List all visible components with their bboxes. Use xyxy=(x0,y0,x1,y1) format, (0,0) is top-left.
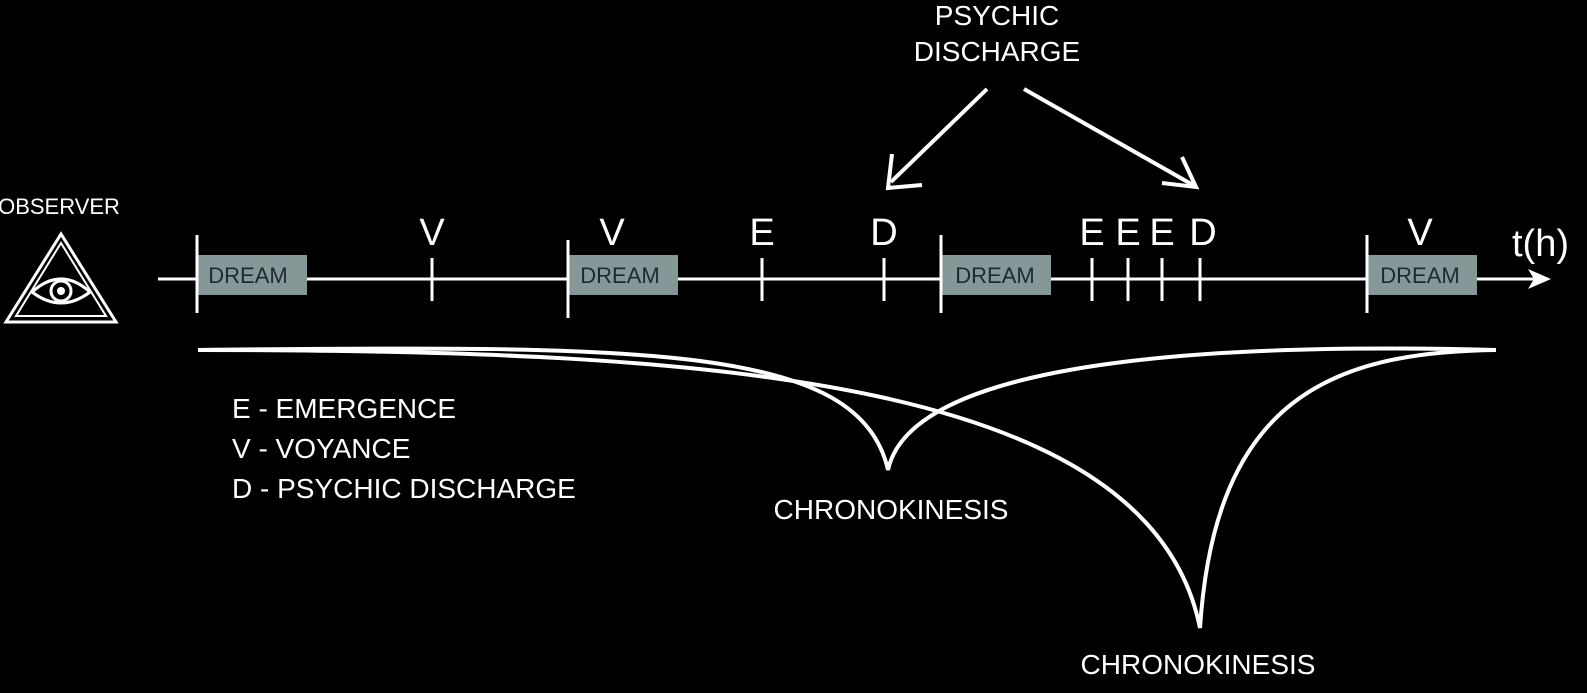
dream-label: DREAM xyxy=(580,263,659,288)
svg-text:E: E xyxy=(1115,212,1140,254)
event-marker-emergence: E xyxy=(1149,212,1175,301)
svg-text:D: D xyxy=(1189,212,1216,254)
dream-block: DREAM xyxy=(195,235,307,313)
chronokinesis-curves xyxy=(197,346,1497,629)
discharge-arrow-right xyxy=(1023,87,1200,190)
event-marker-discharge: D xyxy=(1189,212,1217,301)
svg-text:E: E xyxy=(1079,212,1104,254)
event-marker-voyance: V xyxy=(599,212,625,254)
dream-label: DREAM xyxy=(955,263,1034,288)
legend-item-emergence: E - EMERGENCE xyxy=(232,393,456,424)
discharge-callout-line2: DISCHARGE xyxy=(914,36,1080,67)
dream-block: DREAM xyxy=(939,235,1051,313)
legend-item-voyance: V - VOYANCE xyxy=(232,433,410,464)
event-marker-emergence: E xyxy=(749,212,775,301)
svg-text:V: V xyxy=(599,212,625,254)
legend-item-discharge: D - PSYCHIC DISCHARGE xyxy=(232,473,576,504)
legend: E - EMERGENCE V - VOYANCE D - PSYCHIC DI… xyxy=(232,393,576,504)
dream-label: DREAM xyxy=(1380,263,1459,288)
svg-text:E: E xyxy=(1149,212,1174,254)
chronokinesis-label-lower: CHRONOKINESIS xyxy=(1081,649,1316,680)
time-axis-label: t(h) xyxy=(1512,223,1569,265)
svg-text:E: E xyxy=(749,212,774,254)
discharge-callout-line1: PSYCHIC xyxy=(935,0,1059,31)
event-marker-emergence: E xyxy=(1079,212,1105,301)
event-marker-discharge: D xyxy=(870,212,898,301)
svg-text:V: V xyxy=(1407,212,1433,254)
chronokinesis-label-upper: CHRONOKINESIS xyxy=(774,494,1009,525)
dream-block: DREAM xyxy=(1365,235,1477,313)
event-marker-voyance: V xyxy=(419,212,445,301)
discharge-arrow-left xyxy=(885,87,989,191)
observer-label: OBSERVER xyxy=(0,194,120,219)
dream-label: DREAM xyxy=(208,263,287,288)
event-marker-emergence: E xyxy=(1115,212,1141,301)
event-marker-voyance: V xyxy=(1407,212,1433,254)
time-axis-arrowhead xyxy=(1528,269,1551,289)
svg-text:V: V xyxy=(419,212,445,254)
dream-block: DREAM xyxy=(566,240,678,318)
observer-eye-triangle-icon xyxy=(3,231,119,324)
svg-text:D: D xyxy=(870,212,897,254)
